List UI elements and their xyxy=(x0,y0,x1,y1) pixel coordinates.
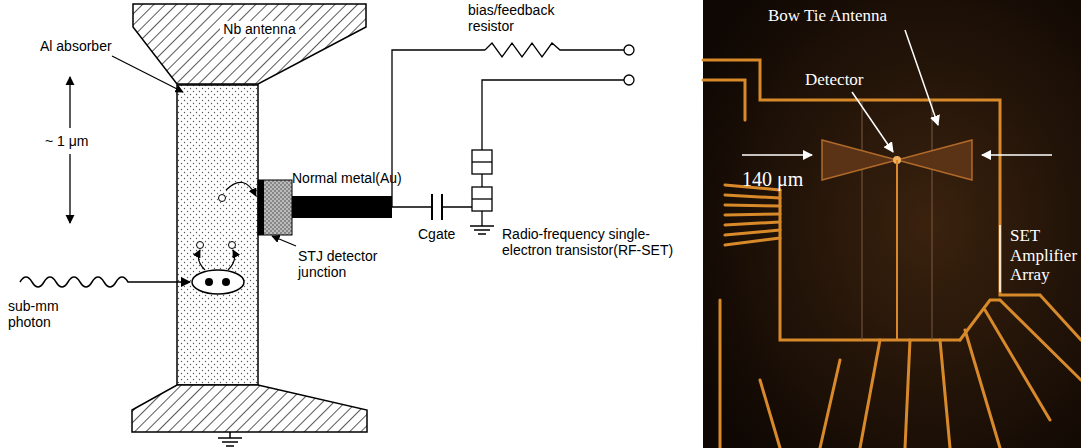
part-label: sub-mm photon xyxy=(8,298,83,330)
part-label: bias/feedback resistor xyxy=(468,2,578,34)
part-label: Radio-frequency single-electron transist… xyxy=(502,226,687,258)
antenna-shape: Nb antenna xyxy=(132,3,367,85)
photo-label: Detector xyxy=(805,70,864,90)
part-label: Normal metal(Au) xyxy=(292,170,417,186)
antenna-outline xyxy=(132,3,367,85)
photo-label: Bow Tie Antenna xyxy=(768,6,887,26)
part-label: STJ detector junction xyxy=(298,248,390,280)
part-name: Nb antenna xyxy=(220,21,298,37)
photo-label: SET Amplifier Array xyxy=(1010,226,1076,285)
part-label: Cgate xyxy=(418,226,455,242)
part-label: Al absorber xyxy=(40,38,112,54)
photo-label: 140 μm xyxy=(742,168,803,191)
part-label: ~ 1 μm xyxy=(45,133,88,149)
